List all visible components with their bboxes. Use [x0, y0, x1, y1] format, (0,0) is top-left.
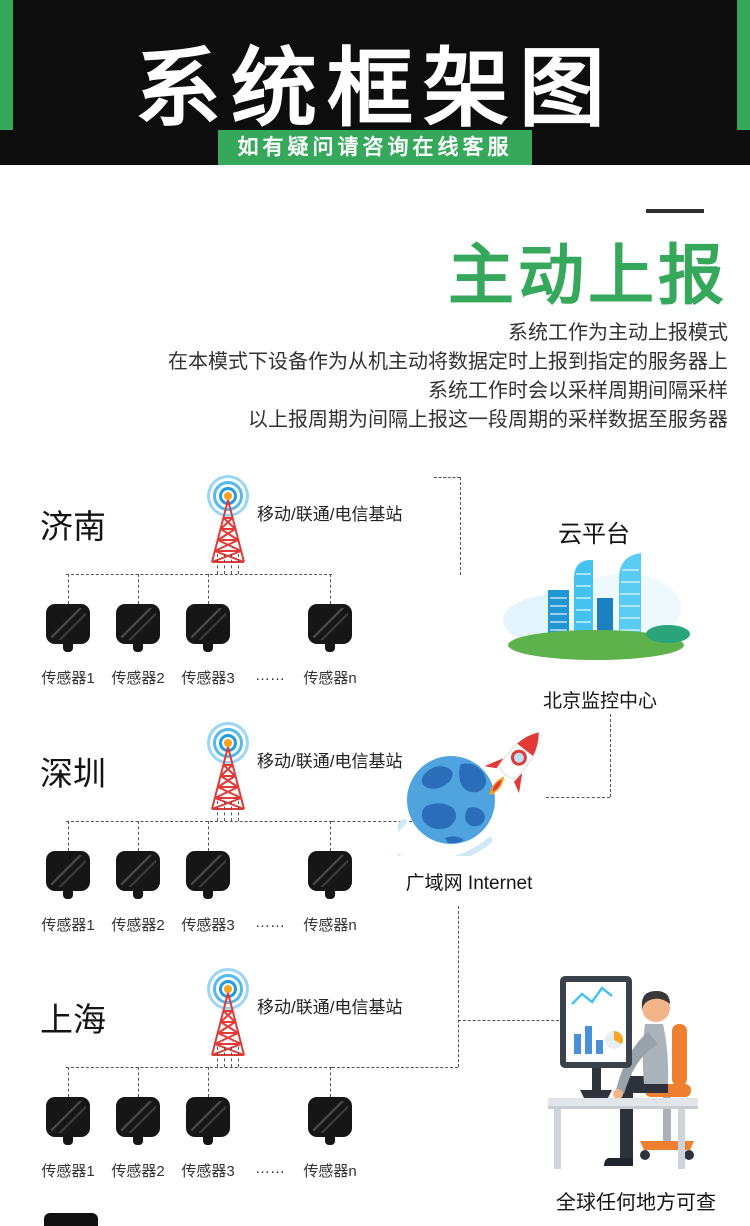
- dashed-connector: [208, 821, 209, 851]
- cloud-platform-label: 云平台: [558, 521, 630, 548]
- sensor-device-icon: [46, 604, 90, 652]
- dashed-connector: [68, 1067, 69, 1097]
- sensor-label: 传感器1: [41, 670, 95, 687]
- dashed-connector: [330, 574, 331, 604]
- base-station-label: 移动/联通/电信基站: [257, 505, 403, 524]
- intro-line-4: 以上报周期为间隔上报这一段周期的采样数据至服务器: [248, 409, 728, 431]
- sensor-label: 传感器3: [181, 917, 235, 934]
- dashed-bus: [66, 821, 332, 822]
- dashed-connector: [138, 1067, 139, 1097]
- dashed-bus: [66, 574, 332, 575]
- city-label: 深圳: [40, 755, 106, 792]
- dashed-connector: [332, 821, 412, 822]
- dashed-connector: [546, 797, 610, 798]
- sensor-device-icon: [186, 604, 230, 652]
- dashed-bus: [66, 1067, 332, 1068]
- rocket-icon: [484, 731, 540, 796]
- section-title: 主动上报: [448, 238, 728, 312]
- city-label: 上海: [40, 1001, 106, 1038]
- sensor-label: 传感器n: [303, 917, 357, 934]
- sensor-label: 传感器2: [111, 670, 165, 687]
- dashed-connector: [238, 554, 239, 574]
- dashed-connector: [434, 477, 460, 478]
- sensor-device-icon: [116, 851, 160, 899]
- dashed-connector: [217, 801, 218, 821]
- intro-line-2: 在本模式下设备作为从机主动将数据定时上报到指定的服务器上: [168, 351, 728, 373]
- page-title: 系统框架图: [135, 41, 615, 137]
- city-label: 济南: [40, 508, 106, 545]
- base-station-label: 移动/联通/电信基站: [257, 998, 403, 1017]
- dashed-connector: [217, 554, 218, 574]
- monitoring-center-label: 北京监控中心: [542, 691, 657, 712]
- customer-service-note: 如有疑问请咨询在线客服: [218, 130, 532, 165]
- dashed-connector: [224, 1047, 225, 1067]
- sensor-device-icon: [116, 604, 160, 652]
- dashed-connector: [231, 1047, 232, 1067]
- sensor-label: 传感器n: [303, 1163, 357, 1180]
- dashed-connector: [68, 574, 69, 604]
- sub-banner: 如有疑问请咨询在线客服: [0, 130, 750, 165]
- dashed-connector: [217, 1047, 218, 1067]
- sensor-label: 传感器2: [111, 917, 165, 934]
- accent-line: [646, 209, 704, 213]
- sensor-device-icon: [186, 851, 230, 899]
- dashed-connector: [68, 821, 69, 851]
- green-edge-left: [0, 0, 13, 130]
- sensor-label: 传感器3: [181, 1163, 235, 1180]
- dashed-connector: [224, 554, 225, 574]
- dashed-connector: [458, 1020, 564, 1021]
- dashed-connector: [138, 821, 139, 851]
- dashed-connector: [238, 1047, 239, 1067]
- dashed-connector: [138, 574, 139, 604]
- sensor-device-icon: [116, 1097, 160, 1145]
- sensor-device-icon: [46, 1097, 90, 1145]
- sensor-device-icon: [308, 604, 352, 652]
- globe-icon: [398, 756, 495, 856]
- base-station-label: 移动/联通/电信基站: [257, 752, 403, 771]
- sensor-label: 传感器1: [41, 917, 95, 934]
- sensor-ellipsis: ……: [255, 667, 285, 684]
- sensor-ellipsis: ……: [255, 914, 285, 931]
- intro-line-1: 系统工作为主动上报模式: [508, 322, 728, 344]
- internet-label: 广域网 Internet: [405, 873, 533, 894]
- header-banner: 系统框架图: [0, 0, 750, 137]
- dashed-connector: [332, 1067, 458, 1068]
- dashed-connector: [458, 906, 459, 1067]
- dashed-connector: [231, 554, 232, 574]
- dashed-connector: [330, 821, 331, 851]
- dashed-connector: [208, 1067, 209, 1097]
- dashed-connector: [460, 477, 461, 575]
- sensor-device-icon: [308, 1097, 352, 1145]
- dashed-connector: [330, 1067, 331, 1097]
- sensor-label: 传感器2: [111, 1163, 165, 1180]
- sensor-device-icon: [186, 1097, 230, 1145]
- dashed-connector: [208, 574, 209, 604]
- cloud-city-icon: [503, 553, 690, 660]
- next-section-partial: [44, 1213, 98, 1226]
- sensor-label: 传感器3: [181, 670, 235, 687]
- client-access-label: 全球任何地方可查: [556, 1192, 716, 1214]
- dashed-connector: [224, 801, 225, 821]
- sensor-ellipsis: ……: [255, 1160, 285, 1177]
- dashed-connector: [231, 801, 232, 821]
- sensor-label: 传感器n: [303, 670, 357, 687]
- person-workstation-icon: [548, 976, 698, 1169]
- dashed-connector: [610, 714, 611, 797]
- intro-line-3: 系统工作时会以采样周期间隔采样: [428, 380, 728, 402]
- sensor-device-icon: [308, 851, 352, 899]
- green-edge-right: [737, 0, 750, 130]
- dashed-connector: [238, 801, 239, 821]
- sensor-label: 传感器1: [41, 1163, 95, 1180]
- sensor-device-icon: [46, 851, 90, 899]
